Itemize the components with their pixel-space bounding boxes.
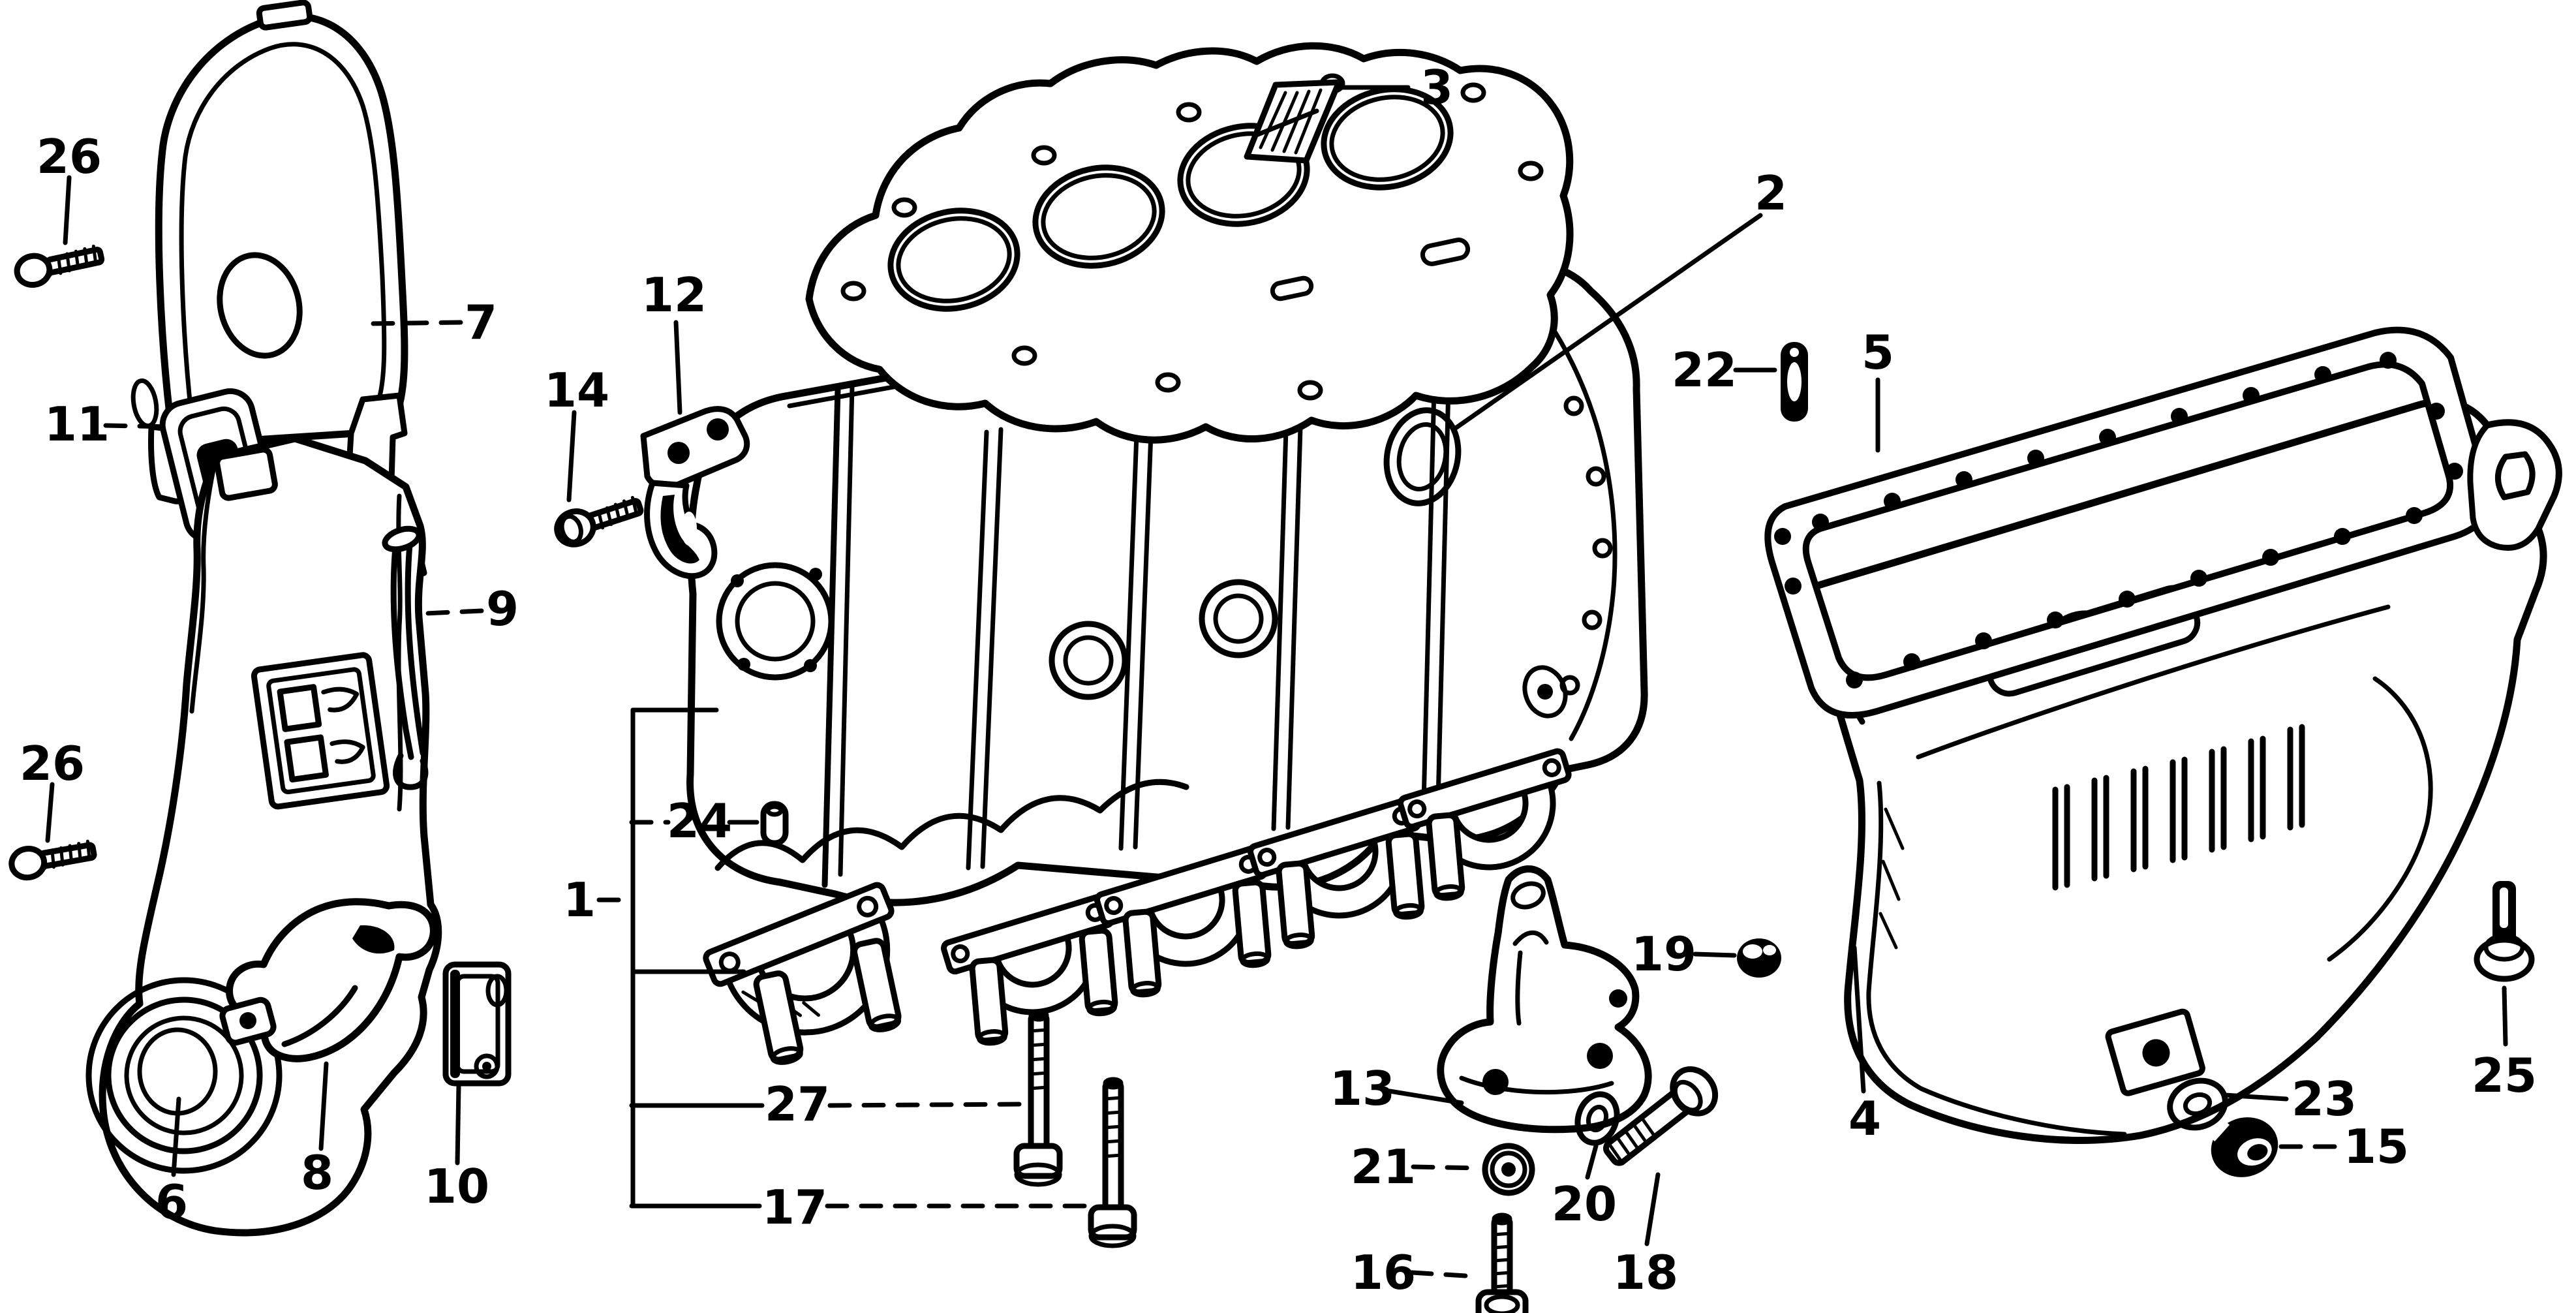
leader-line-14 [566,410,577,502]
callout-6: 6 [155,1175,188,1229]
callout-21: 21 [1351,1139,1416,1194]
leader-line-12 [673,320,682,415]
callout-8: 8 [301,1145,333,1200]
part-mount-bracket-13 [1437,865,1652,1134]
gasket-bolt-holes [1774,352,2463,688]
callout-26-upper: 26 [37,129,102,184]
oil-pan-ribs [2052,724,2305,891]
part-plate-10 [442,961,512,1087]
callout-24: 24 [667,794,732,848]
leader-line-20 [1585,1143,1599,1180]
part-oil-pan [1803,398,2562,1144]
cover-emblem [251,652,390,810]
part-lower-timing-cover [85,435,442,1237]
leader-line-18 [1644,1172,1661,1246]
leader-line-25 [2502,985,2508,1047]
part-main-bearing-cap-detached [703,882,902,1065]
head-gasket-bores [887,86,1454,312]
leader-line-7 [367,320,463,326]
part-nut-19 [1737,938,1781,978]
callout-14: 14 [544,363,609,418]
leader-line-23 [2222,1092,2289,1102]
callout-15: 15 [2344,1119,2409,1174]
part-washer-21 [1482,1143,1535,1196]
part-bolt-25 [2474,881,2535,982]
leader-line-10 [455,1083,461,1166]
part-head-gasket [805,42,1574,444]
part-plate-3 [1244,79,1342,164]
leader-line-16 [1409,1270,1479,1279]
callout-22: 22 [1672,343,1737,397]
part-bolt-16 [1475,1213,1529,1313]
part-bolt-26-upper [14,244,105,288]
callout-20: 20 [1552,1177,1617,1231]
callout-2: 2 [1755,166,1787,221]
part-dowel-rod-9 [382,525,429,790]
leader-line-27-1 [827,1102,1022,1108]
callout-11: 11 [44,397,110,452]
leader-line-8 [318,1061,329,1151]
callout-19: 19 [1631,927,1696,981]
callout-12: 12 [641,268,707,322]
callout-1: 1 [563,873,596,927]
oil-pan-rim-hook-notch [2495,451,2536,501]
head-gasket-holes [840,73,1544,401]
callout-1-group-bracket [630,707,746,1209]
callout-7: 7 [465,295,497,350]
leader-line-13 [1387,1089,1464,1105]
part-drain-plug-15 [2210,1117,2278,1177]
part-dowel-22 [1781,342,1808,422]
part-washer-20 [1574,1091,1620,1146]
part-bracket-8 [219,898,437,1062]
callout-23: 23 [2292,1072,2357,1126]
callout-13: 13 [1330,1061,1395,1116]
leader-line-26-upper [63,175,72,245]
leader-line-26-lower [45,782,55,843]
leader-line-19 [1693,951,1737,958]
leader-line-4 [1852,945,1866,1094]
part-bolt-27 [1013,1009,1063,1187]
part-bolt-14 [554,495,644,548]
leader-line-2 [1451,213,1763,432]
callout-17: 17 [762,1180,827,1235]
part-bolt-18 [1602,1066,1719,1166]
cylinder-sleeve-ring-target-of-2 [1383,407,1462,506]
callout-10: 10 [424,1159,489,1214]
leader-line-11 [103,423,174,429]
part-bolt-26-lower [8,839,97,881]
callout-26-lower: 26 [20,736,85,791]
leader-line-21 [1411,1164,1481,1171]
part-main-bearing-caps-row [940,748,1572,1046]
callout-25: 25 [2472,1048,2537,1103]
leader-line-6 [171,1096,181,1177]
part-oil-pan-gasket [1764,326,2492,718]
oil-pan-drain-tag [2105,1008,2205,1096]
callout-3: 3 [1420,60,1453,115]
callout-18: 18 [1613,1245,1678,1300]
callout-16: 16 [1351,1245,1416,1300]
callout-27: 27 [765,1077,830,1132]
part-bolt-17 [1088,1077,1137,1248]
callout-4: 4 [1848,1091,1881,1146]
part-bracket-12 [640,406,750,579]
part-dowel-24 [760,801,789,846]
leader-line-9 [423,608,484,616]
callout-9: 9 [486,581,519,636]
callout-5: 5 [1862,325,1894,380]
